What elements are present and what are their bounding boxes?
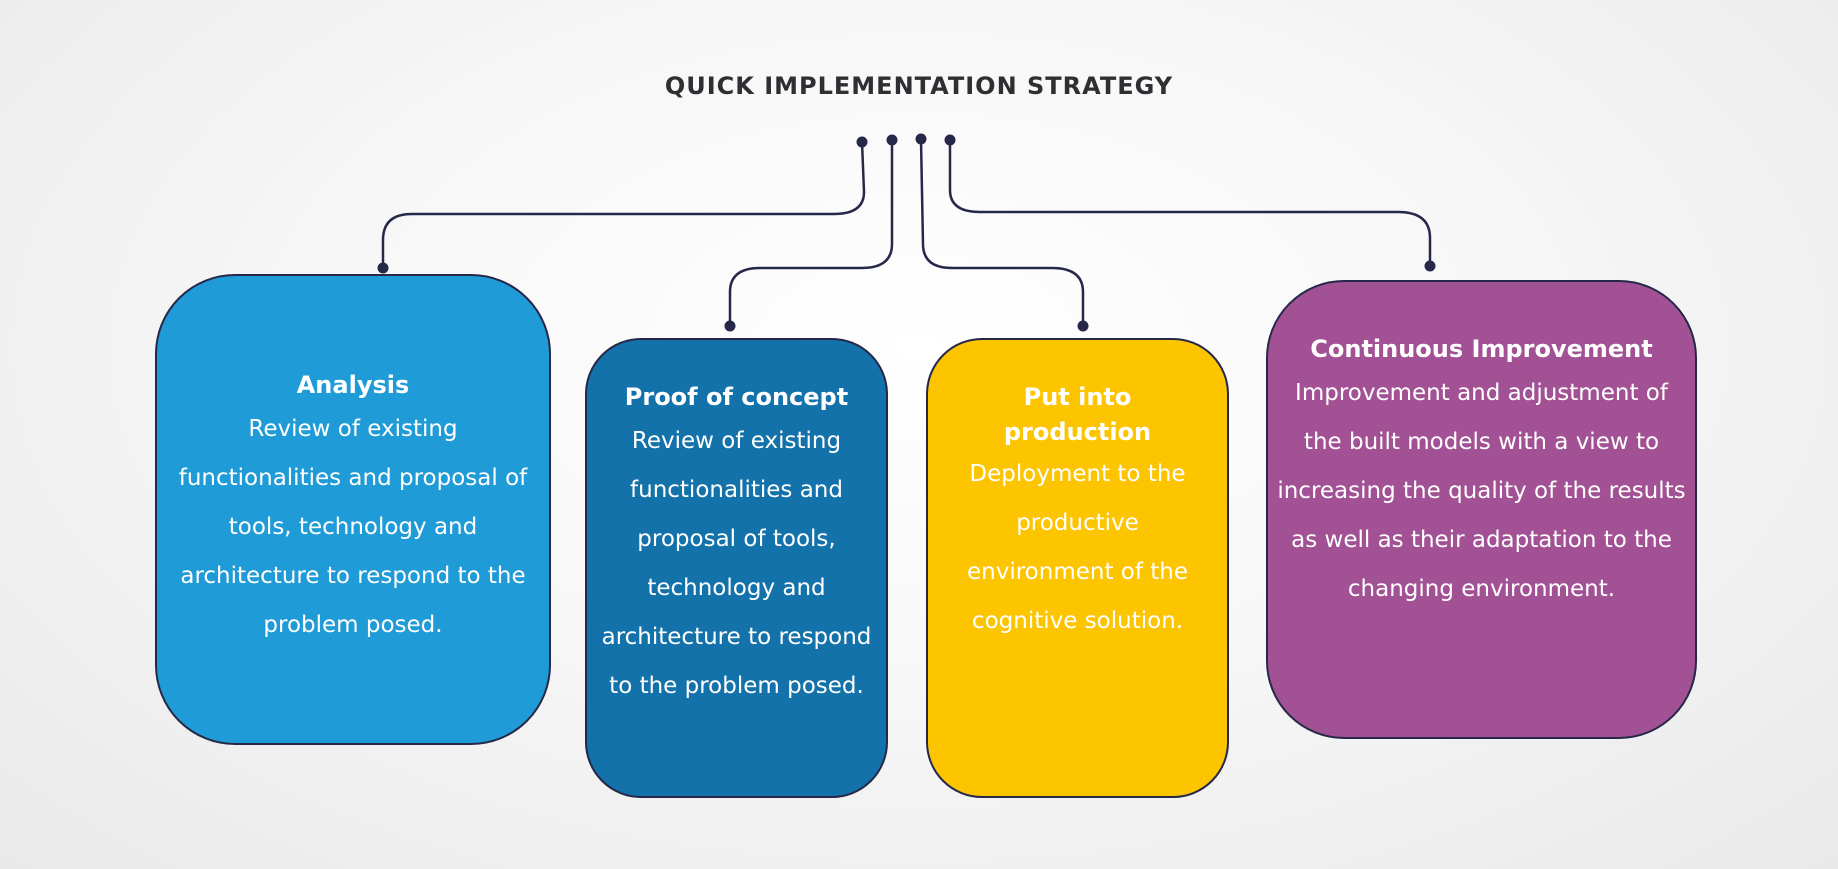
stage-heading: Continuous Improvement [1310,335,1653,363]
connector-dot-top [944,134,956,146]
stage-card-proof-of-concept: Proof of concept Review of existing func… [585,338,888,798]
connector-dot-bottom [1077,320,1089,332]
stage-card-put-into-production: Put into production Deployment to the pr… [926,338,1229,798]
stage-description: Deployment to the productive environment… [966,461,1188,634]
stage-heading: Proof of concept [624,383,849,411]
diagram-title: QUICK IMPLEMENTATION STRATEGY [664,72,1174,100]
connector-dot-top [915,133,927,145]
connector-proof-of-concept [728,140,894,326]
stage-card-analysis: Analysis Review of existing functionalit… [155,274,551,745]
connector-dot-top [886,134,898,146]
connector-put-into-production [919,139,1085,326]
connector-analysis [381,141,866,268]
connector-dot-top [856,136,868,148]
connector-dot-bottom [1424,260,1436,272]
connector-dot-bottom [724,320,736,332]
stage-heading: Analysis [296,371,410,399]
stage-heading: Put into production [1003,383,1152,446]
connector-dot-bottom [377,262,389,274]
stage-description: Review of existing functionalities and p… [601,428,872,699]
stage-card-continuous-improvement: Continuous Improvement Improvement and a… [1266,280,1697,739]
connector-continuous-improvement [948,140,1432,266]
stage-description: Review of existing functionalities and p… [178,416,528,638]
stage-description: Improvement and adjustment of the built … [1277,380,1686,602]
